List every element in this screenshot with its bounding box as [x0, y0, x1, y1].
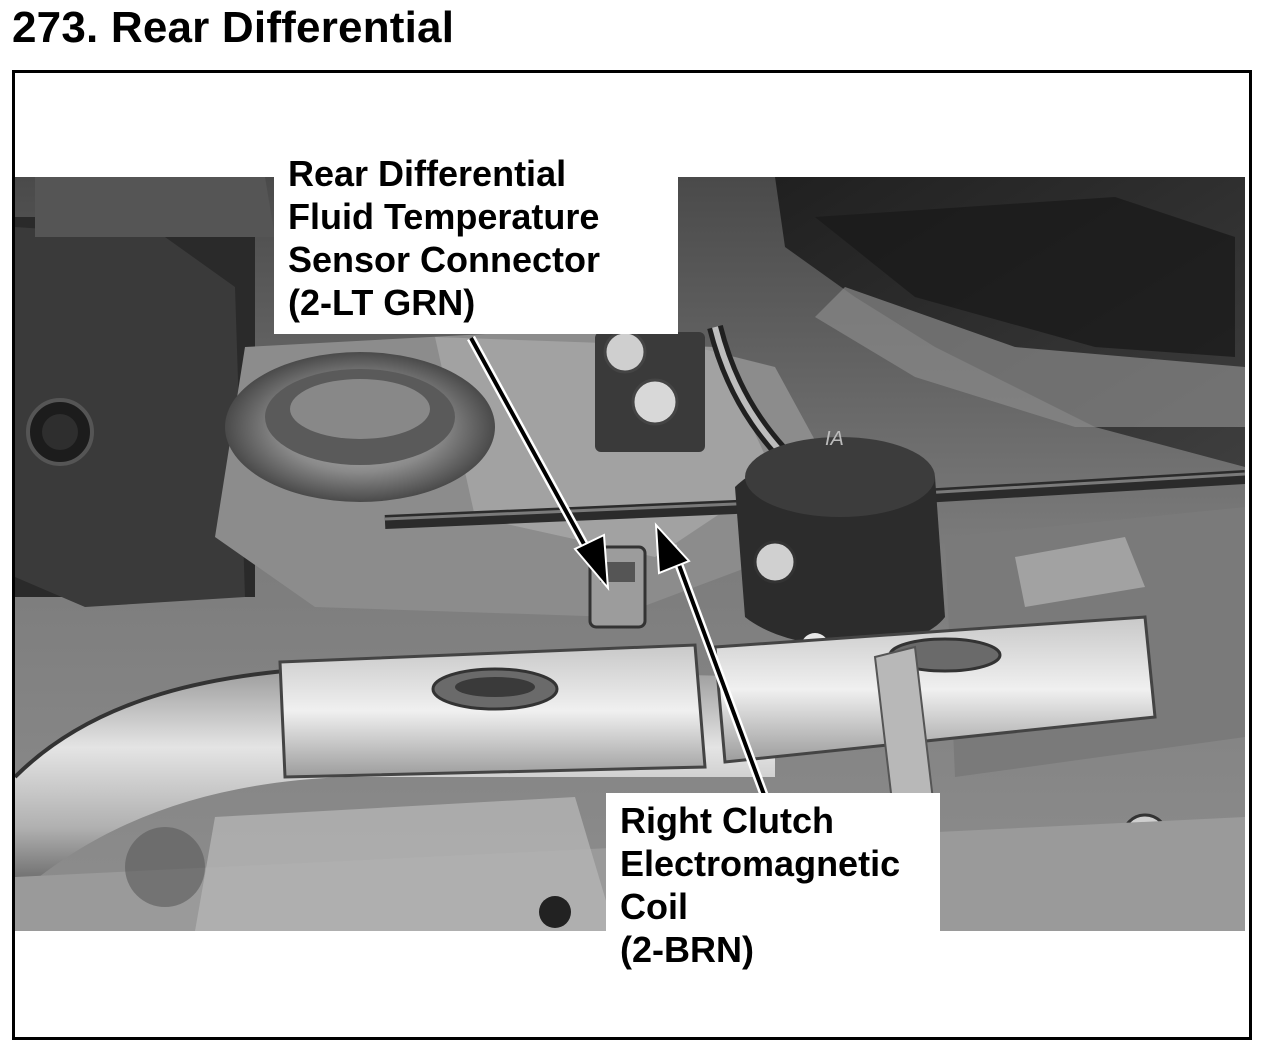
- callout-line: Right Clutch: [620, 800, 834, 841]
- callout-line: (2-LT GRN): [288, 282, 476, 323]
- callout-right-clutch-electromagnetic-coil: Right Clutch Electromagnetic Coil (2-BRN…: [606, 793, 940, 983]
- callout-line: Coil: [620, 886, 688, 927]
- callout-line: Rear Differential: [288, 153, 567, 194]
- callout-line: Electromagnetic: [620, 843, 901, 884]
- page-title: 273. Rear Differential: [12, 3, 455, 52]
- callout-line: Sensor Connector: [288, 239, 601, 280]
- arrow-to-clutch-coil: [654, 522, 771, 802]
- callout-line: (2-BRN): [620, 929, 754, 970]
- callout-line: Fluid Temperature: [288, 196, 600, 237]
- callout-fluid-temperature-sensor-connector: Rear Differential Fluid Temperature Sens…: [274, 152, 678, 334]
- arrow-to-sensor-connector: [467, 335, 610, 592]
- photo-stamp-text: IA: [825, 428, 844, 450]
